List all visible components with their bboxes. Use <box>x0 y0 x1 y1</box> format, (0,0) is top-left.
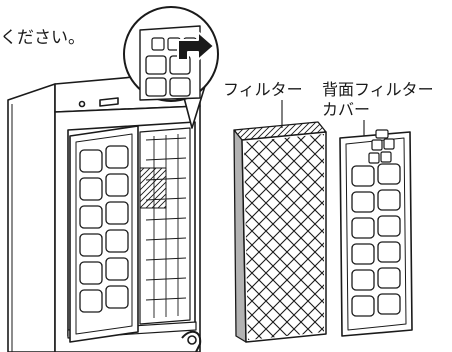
filter-label: フィルター <box>223 80 303 99</box>
filter <box>233 121 327 343</box>
back-filter-cover <box>339 129 413 337</box>
instruction-text: ください。 <box>0 28 85 48</box>
unit-side-panel <box>7 83 56 352</box>
leader-lines <box>281 100 365 136</box>
zoom-callout <box>123 6 219 129</box>
unit-handle <box>181 330 202 352</box>
back-filter-cover-label-line1: 背面フィルター <box>322 80 434 99</box>
cover-top-tabs <box>368 129 395 164</box>
unit-small-vent <box>139 167 167 209</box>
arrow-right-bent-icon <box>177 31 215 61</box>
back-filter-cover-label-line2: カバー <box>322 100 371 119</box>
unit-front-filter-panel <box>69 125 139 343</box>
